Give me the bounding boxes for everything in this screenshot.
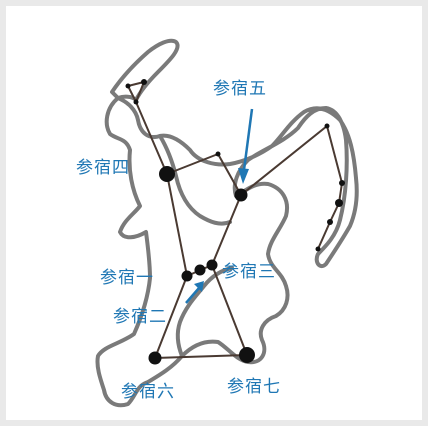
star-betelgeuse: [159, 166, 175, 182]
star-bellatrix: [235, 189, 248, 202]
star-mintaka: [182, 271, 193, 282]
arrow-star-5-head: [238, 168, 249, 184]
shield-star: [335, 199, 343, 207]
shield-star: [327, 219, 333, 225]
shield-line: [318, 126, 342, 249]
shield-star: [325, 124, 330, 129]
figure-club-outline: [112, 41, 178, 100]
club-star: [134, 100, 139, 105]
star-alnitak: [207, 260, 218, 271]
shield-star: [339, 180, 345, 186]
star-rigel: [239, 347, 255, 363]
shield-star: [316, 247, 321, 252]
star-saiph: [149, 352, 162, 365]
line-bellatrix-to-shield: [241, 126, 327, 195]
label-star-1: 参宿一: [100, 270, 154, 287]
club-star: [126, 84, 131, 89]
label-star-6: 参宿六: [121, 384, 175, 401]
label-star-3: 参宿三: [222, 264, 276, 281]
star-meissa: [216, 152, 221, 157]
label-star-5: 参宿五: [213, 81, 267, 98]
figure-body-outline: [97, 98, 356, 405]
label-star-2: 参宿二: [113, 309, 167, 326]
star-alnilam: [195, 265, 206, 276]
club-star: [141, 79, 147, 85]
label-star-4: 参宿四: [76, 160, 130, 177]
label-star-7: 参宿七: [227, 379, 281, 396]
line-bellatrix-to-belt: [212, 195, 241, 265]
line-betelgeuse-to-belt: [167, 174, 187, 276]
